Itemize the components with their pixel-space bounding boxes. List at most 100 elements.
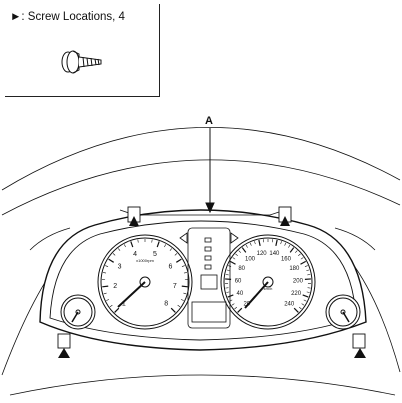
fuel-gauge [60,294,96,330]
tachometer-tick [156,241,160,248]
speedometer-label: 100 [245,256,256,262]
legend-box [5,4,160,97]
speedometer-tick [293,307,299,313]
tachometer-tick [177,304,181,308]
speedometer-label: 200 [293,278,304,284]
tachometer-tick [130,241,134,248]
speedometer-label: 140 [269,251,280,257]
tachometer-label: 7 [173,283,177,290]
speedometer-tick [234,306,238,310]
speedometer-tick [237,307,243,313]
temperature-gauge [325,294,361,330]
screw-marker-4 [354,348,366,358]
center-indicator-panel [179,227,239,329]
tachometer-tick [151,239,153,243]
callout-arrow [205,128,215,214]
callout-label-a: A [205,115,213,127]
speedometer-tick [235,253,238,257]
speedometer-label: 40 [237,291,244,297]
speedometer-tick [226,269,230,272]
speedometer-tick [307,274,311,276]
speedometer-tick [298,253,301,257]
tachometer-tick [180,299,184,301]
tachometer-ticks [102,239,188,313]
speedometer-tick [241,247,247,253]
tachometer-tick [164,244,167,248]
speedometer-label: 160 [281,256,292,262]
tachometer-label: 2 [113,283,117,290]
screw-marker-3 [58,348,70,358]
speedometer-label: 220 [291,291,302,297]
speedometer-tick [245,244,248,248]
tachometer-tick [103,292,107,295]
tachometer-label: 3 [118,264,122,271]
tachometer-tick [170,307,176,313]
speedometer-label: 180 [289,266,300,272]
tachometer-tick [106,299,110,301]
tachometer-tick [114,307,120,313]
tachometer-tick [181,285,188,288]
tachometer-tick [174,253,178,256]
speedometer-unit: km/h [264,286,273,291]
speedometer-tick [232,257,236,260]
tachometer-tick [117,248,121,251]
speedometer-tick [295,250,298,253]
speedometer-tick [227,294,234,298]
speedometer-tick [288,244,291,248]
tachometer-label: 5 [153,251,157,258]
tachometer-tick [176,258,182,263]
tachometer-tick [183,272,187,274]
speedometer-tick [229,260,236,265]
tachometer-label: 4 [133,251,137,258]
tachometer-label: 6 [168,264,172,271]
tachometer-tick [183,292,187,295]
speedometer-tick [302,294,309,298]
speedometer-tick [300,260,307,265]
screw-marker-1 [129,216,139,226]
tachometer-tick [103,272,107,274]
tachometer-tick [108,258,114,263]
tachometer-tick [123,244,126,248]
speedometer-tick [301,303,305,306]
tachometer-gauge [97,234,193,330]
speedometer-label: 60 [235,278,242,284]
legend-label: : Screw Locations, 4 [21,11,125,23]
tachometer-unit: x1000rpm [136,258,154,263]
speedometer-tick [231,303,235,306]
tachometer-tick [112,253,116,256]
legend: ►: Screw Locations, 4 [10,11,125,23]
speedometer-tick [238,250,241,253]
tachometer-tick [169,248,173,251]
speedometer-label: 120 [257,251,268,257]
speedometer-tick [280,241,282,245]
speedometer-tick [254,241,256,245]
tachometer-tick [137,239,139,243]
speedometer-tick [275,239,278,246]
speedometer-tick [303,299,307,302]
cluster-bezel [39,209,367,351]
tachometer-tick [102,285,109,288]
speedometer-tick [226,291,230,293]
screw-icon [61,50,102,74]
screw-marker-2 [280,216,290,226]
speedometer-tick [249,242,252,246]
screw-markers [58,216,366,358]
speedometer-tick [306,269,310,272]
speedometer-label: 20 [243,302,250,308]
tachometer-tick [181,265,185,267]
speedometer-tick [289,247,295,253]
speedometer-tick [298,306,302,310]
speedometer-label: 80 [238,266,245,272]
speedometer-tick [258,239,261,246]
tachometer-tick [109,304,113,308]
speedometer-tick [225,274,229,276]
speedometer-gauge [220,234,316,330]
tachometer-label: 1 [122,301,126,308]
dashboard-outline [1,126,401,396]
speedometer-tick [306,291,310,293]
speedometer-tick [304,265,308,267]
tachometer-tick [105,265,109,267]
